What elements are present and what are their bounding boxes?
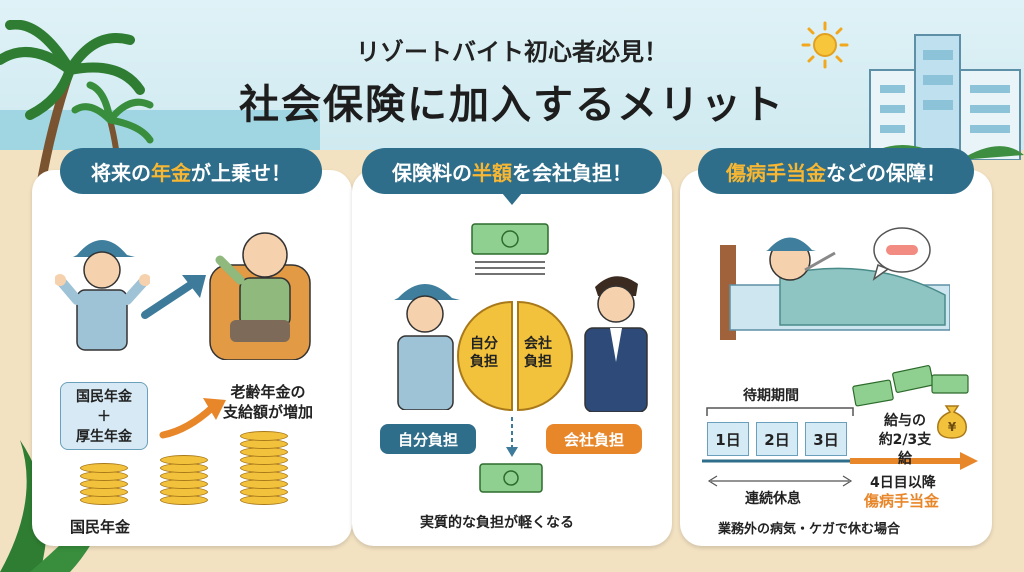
company-share-tag: 会社負担 [546, 424, 642, 454]
salary-label-line: 給与の [884, 413, 926, 429]
coin-label-line: 会社 [524, 336, 552, 352]
pension-panel-heading: 将来の年金が上乗せ！ [60, 148, 322, 194]
coin-label-line: 負担 [524, 354, 552, 370]
split-coin-icon [457, 300, 573, 412]
heading-text: が上乗せ！ [191, 160, 291, 185]
businessman-illustration [584, 276, 648, 412]
sickness-allowance-label: 傷病手当金 [864, 492, 940, 510]
flying-money-icon [852, 365, 969, 407]
premium-panel-heading: 保険料の半額を会社負担！ [362, 148, 662, 194]
heading-text: を会社負担！ [512, 160, 632, 185]
increase-label: 老齢年金の 支給額が増加 [218, 382, 318, 422]
increase-arrow-icon [159, 398, 226, 439]
sick-person-in-bed-illustration [720, 237, 950, 340]
increase-label-line: 老齢年金の [230, 383, 306, 401]
increase-label-line: 支給額が増加 [222, 403, 313, 421]
page-subtitle: リゾートバイト初心者必見！ [356, 38, 668, 66]
timeline-arrow [702, 452, 978, 470]
down-arrow-icon [506, 417, 518, 457]
heading-highlight: 年金 [151, 160, 191, 185]
thermometer-bubble-icon [872, 227, 931, 281]
waiting-period-bracket [706, 407, 854, 416]
sickness-benefit-panel [680, 170, 992, 546]
sickness-panel-heading: 傷病手当金などの保障！ [698, 148, 974, 194]
consecutive-leave-arrow [707, 475, 853, 487]
heading-text: 将来の [91, 160, 151, 185]
lighter-burden-label: 実質的な負担が軽くなる [420, 515, 574, 531]
yen-symbol: ¥ [948, 420, 957, 434]
salary-two-thirds-label: 給与の 約2/3支給 [872, 412, 938, 469]
pension-type-label: 国民年金 [76, 389, 132, 405]
non-work-injury-note: 業務外の病気・ケガで休む場合 [718, 522, 901, 537]
coin-label-line: 負担 [470, 354, 498, 370]
heading-text: 保険料の [392, 160, 472, 185]
self-share-coin-label: 自分 負担 [470, 335, 498, 371]
heading-highlight: 半額 [472, 160, 512, 185]
small-banknote-icon [479, 463, 543, 493]
money-bag-icon: ¥ [937, 405, 967, 439]
salary-label-line: 約2/3支給 [878, 432, 932, 467]
upward-arrow-icon [141, 275, 206, 319]
hotel-building-icon [860, 34, 1024, 160]
coin-label-line: 自分 [470, 336, 498, 352]
pension-types-box: 国民年金 ＋ 厚生年金 [60, 382, 148, 450]
heading-highlight: 傷病手当金 [726, 160, 826, 185]
company-share-coin-label: 会社 負担 [524, 335, 552, 371]
plus-sign: ＋ [97, 409, 111, 425]
consecutive-leave-label: 連続休息 [745, 491, 801, 507]
pension-type-label: 厚生年金 [76, 429, 132, 445]
day4-onward-label: 4日目以降 [870, 475, 936, 491]
banknote-icon [471, 223, 549, 275]
palm-tree-left [0, 20, 154, 190]
heading-pointer [502, 193, 522, 205]
young-worker-illustration [55, 240, 150, 351]
worker-illustration [394, 284, 460, 410]
heading-text: などの保障！ [826, 160, 946, 185]
sun-icon [801, 21, 849, 69]
elderly-man-illustration [209, 232, 311, 360]
day-3-box: 3日 [805, 422, 847, 456]
self-share-tag: 自分負担 [380, 424, 476, 454]
page-title: 社会保険に加入するメリット [239, 82, 785, 128]
waiting-period-label: 待期期間 [743, 388, 799, 404]
national-pension-label: 国民年金 [70, 518, 131, 536]
day-2-box: 2日 [756, 422, 798, 456]
day-1-box: 1日 [707, 422, 749, 456]
